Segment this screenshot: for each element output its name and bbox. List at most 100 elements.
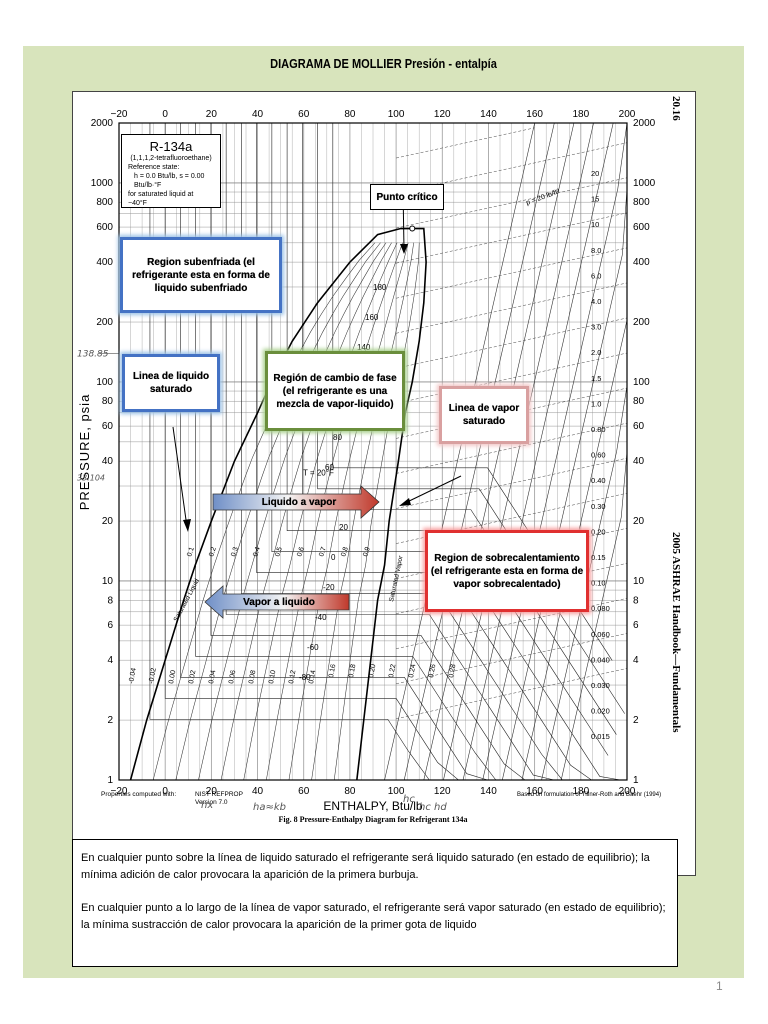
quality-label: 0.7 bbox=[318, 546, 328, 558]
x-tick-label-top: 160 bbox=[526, 109, 543, 120]
isochore bbox=[396, 492, 628, 544]
x-tick-label-top: 0 bbox=[162, 109, 168, 120]
y-tick-label-right: 20 bbox=[633, 516, 645, 527]
density-label: 1.0 bbox=[591, 399, 601, 408]
y-tick-label-right: 10 bbox=[633, 576, 645, 587]
x-tick-label-top: 80 bbox=[344, 109, 356, 120]
entropy-label: 0.04 bbox=[208, 670, 217, 685]
density-label: 0.10 bbox=[591, 579, 606, 588]
refrigerant-formula: (1,1,1,2-tetrafluoroethane) bbox=[130, 155, 212, 162]
ph-chart: −20−200020204040606080801001001201201401… bbox=[77, 96, 682, 824]
isentrope bbox=[502, 123, 628, 781]
y-axis-title: PRESSURE, psia bbox=[77, 394, 92, 511]
y-tick-label-left: 40 bbox=[102, 456, 114, 467]
isotherm-label: -80 bbox=[299, 673, 311, 682]
t20-label: T = 20°F bbox=[303, 469, 334, 478]
density-label: 6.0 bbox=[591, 271, 601, 280]
x-tick-label-bottom: 160 bbox=[526, 786, 543, 797]
isochore bbox=[396, 387, 628, 439]
density-label: 0.20 bbox=[591, 527, 606, 536]
superheated-region-box: Region de sobrecalentamiento (el refrige… bbox=[425, 530, 589, 612]
isentrope bbox=[403, 123, 555, 781]
entropy-label: -0.04 bbox=[128, 667, 138, 684]
y-tick-label-left: 60 bbox=[102, 421, 114, 432]
property-curves bbox=[149, 123, 628, 781]
quality-line bbox=[198, 242, 387, 781]
quality-line bbox=[333, 242, 420, 781]
critical-point-label: Punto crítico bbox=[370, 184, 444, 210]
y-tick-label-right: 2 bbox=[633, 715, 639, 726]
y-tick-label-left: 800 bbox=[96, 197, 113, 208]
handbook-ref: 2005 ASHRAE Handbook—Fundamentals bbox=[670, 532, 682, 733]
liquid-to-vapor-arrow bbox=[212, 485, 380, 519]
plot-frame bbox=[118, 122, 628, 781]
reference-state: Reference state: bbox=[128, 164, 180, 171]
x-tick-label-bottom: 60 bbox=[298, 786, 310, 797]
x-tick-label-top: 180 bbox=[572, 109, 589, 120]
entropy-label: 0.14 bbox=[308, 670, 317, 685]
reference-line-2: for saturated liquid at −40°F bbox=[128, 191, 194, 207]
isentrope bbox=[443, 123, 594, 781]
y-tick-label-left: 400 bbox=[96, 257, 113, 268]
sat-liquid-line-box: Linea de liquido saturado bbox=[122, 354, 220, 412]
density-label: 1.5 bbox=[591, 374, 601, 383]
y-tick-label-right: 1 bbox=[633, 775, 639, 786]
density-label: 0.015 bbox=[591, 732, 610, 741]
density-label: 0.020 bbox=[591, 707, 610, 716]
version-label: Version 7.0 bbox=[195, 799, 228, 806]
quality-line bbox=[243, 242, 398, 781]
handwritten-pressure-1: 138.85 bbox=[77, 350, 109, 360]
entropy-label: 0.26 bbox=[428, 664, 437, 679]
saturation-dome bbox=[129, 225, 427, 781]
p20-label: p = 20 lb/ft³ bbox=[525, 188, 561, 207]
quality-label: 0.3 bbox=[230, 546, 240, 558]
y-tick-label-right: 40 bbox=[633, 456, 645, 467]
reference-line-1: h = 0.0 Btu/lb, s = 0.00 Btu/lb·°F bbox=[134, 173, 205, 189]
density-label: 3.0 bbox=[591, 323, 601, 332]
entropy-label: 0.10 bbox=[268, 670, 277, 685]
y-tick-label-right: 800 bbox=[633, 197, 650, 208]
y-tick-label-right: 4 bbox=[633, 655, 639, 666]
quality-label: 0.1 bbox=[186, 546, 196, 558]
isentrope bbox=[462, 123, 614, 781]
quality-line bbox=[266, 242, 403, 781]
isotherm-label: 60 bbox=[325, 463, 334, 472]
x-tick-label-bottom: 80 bbox=[344, 786, 356, 797]
figure-caption: Fig. 8 Pressure-Enthalpy Diagram for Ref… bbox=[278, 815, 467, 824]
density-label: 8.0 bbox=[591, 246, 601, 255]
isotherm-label: 160 bbox=[365, 313, 379, 322]
y-tick-label-left: 1 bbox=[107, 775, 113, 786]
density-label: 10 bbox=[591, 220, 599, 229]
entropy-label: 0.08 bbox=[248, 670, 257, 685]
isentrope bbox=[541, 123, 628, 781]
x-tick-label-top: 140 bbox=[480, 109, 497, 120]
entropy-label: 0.00 bbox=[168, 670, 177, 685]
isotherm bbox=[271, 123, 621, 781]
page-number: 1 bbox=[716, 979, 723, 993]
isotherm-label: 20 bbox=[339, 523, 348, 532]
entropy-label: 0.12 bbox=[288, 670, 297, 685]
axis-ticks: −20−200020204040606080801001001201201401… bbox=[77, 96, 682, 824]
quality-label: 0.2 bbox=[208, 546, 218, 558]
y-tick-label-left: 8 bbox=[107, 595, 113, 606]
entropy-label: 0.20 bbox=[368, 664, 377, 679]
nist-label: NIST REFPROP bbox=[195, 791, 243, 798]
isochore bbox=[396, 142, 628, 194]
isotherm-label: 180 bbox=[373, 283, 387, 292]
isotherm-label: -40 bbox=[315, 613, 327, 622]
isotherm-label: -60 bbox=[307, 643, 319, 652]
isochore bbox=[396, 457, 628, 509]
x-tick-label-top: 60 bbox=[298, 109, 310, 120]
entropy-label: 0.24 bbox=[408, 664, 417, 679]
y-tick-label-right: 600 bbox=[633, 222, 650, 233]
x-tick-label-bottom: 140 bbox=[480, 786, 497, 797]
density-label: 2.0 bbox=[591, 348, 601, 357]
isotherm-label: 140 bbox=[357, 343, 371, 352]
x-tick-label-bottom: −20 bbox=[111, 786, 128, 797]
density-label: 15 bbox=[591, 195, 599, 204]
handwritten-hc: hc bbox=[403, 794, 415, 805]
x-tick-label-top: 200 bbox=[619, 109, 636, 120]
y-tick-label-right: 80 bbox=[633, 396, 645, 407]
isotherm-label: -20 bbox=[323, 583, 335, 592]
isochore bbox=[396, 422, 628, 474]
